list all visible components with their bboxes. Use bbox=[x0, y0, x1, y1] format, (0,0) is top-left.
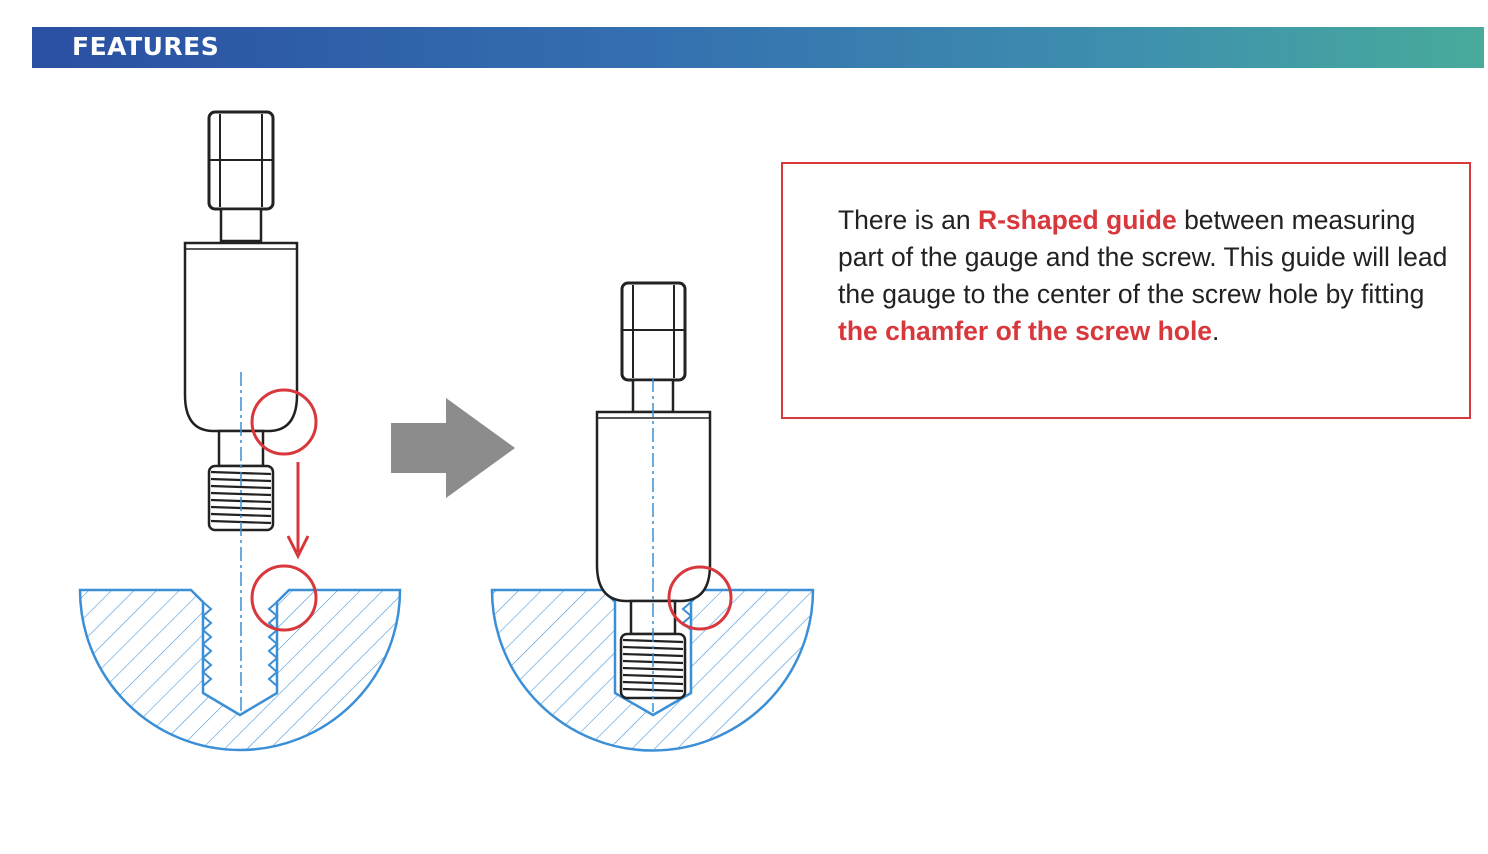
callout-highlight-chamfer: the chamfer of the screw hole bbox=[838, 316, 1213, 346]
callout-highlight-r-guide: R-shaped guide bbox=[977, 205, 1177, 235]
circle-marker-seated bbox=[667, 565, 733, 631]
workpiece-left bbox=[78, 588, 402, 752]
features-banner: FEATURES bbox=[32, 27, 1484, 68]
callout-text-part-1: There is an bbox=[838, 205, 978, 235]
callout-text-part-3: . bbox=[1212, 316, 1220, 346]
banner-title: FEATURES bbox=[72, 32, 220, 61]
callout-box: There is an R-shaped guide between measu… bbox=[781, 162, 1471, 419]
circle-marker-guide bbox=[250, 388, 318, 456]
right-arrow-icon bbox=[391, 398, 515, 498]
gauge-left bbox=[183, 110, 299, 712]
callout-text-part-2: between measuring part of the gauge and … bbox=[838, 205, 1448, 309]
circle-marker-chamfer bbox=[250, 564, 318, 632]
callout-text: There is an R-shaped guide between measu… bbox=[838, 202, 1458, 350]
gauge-right bbox=[595, 281, 712, 712]
down-arrow-icon bbox=[286, 462, 310, 560]
